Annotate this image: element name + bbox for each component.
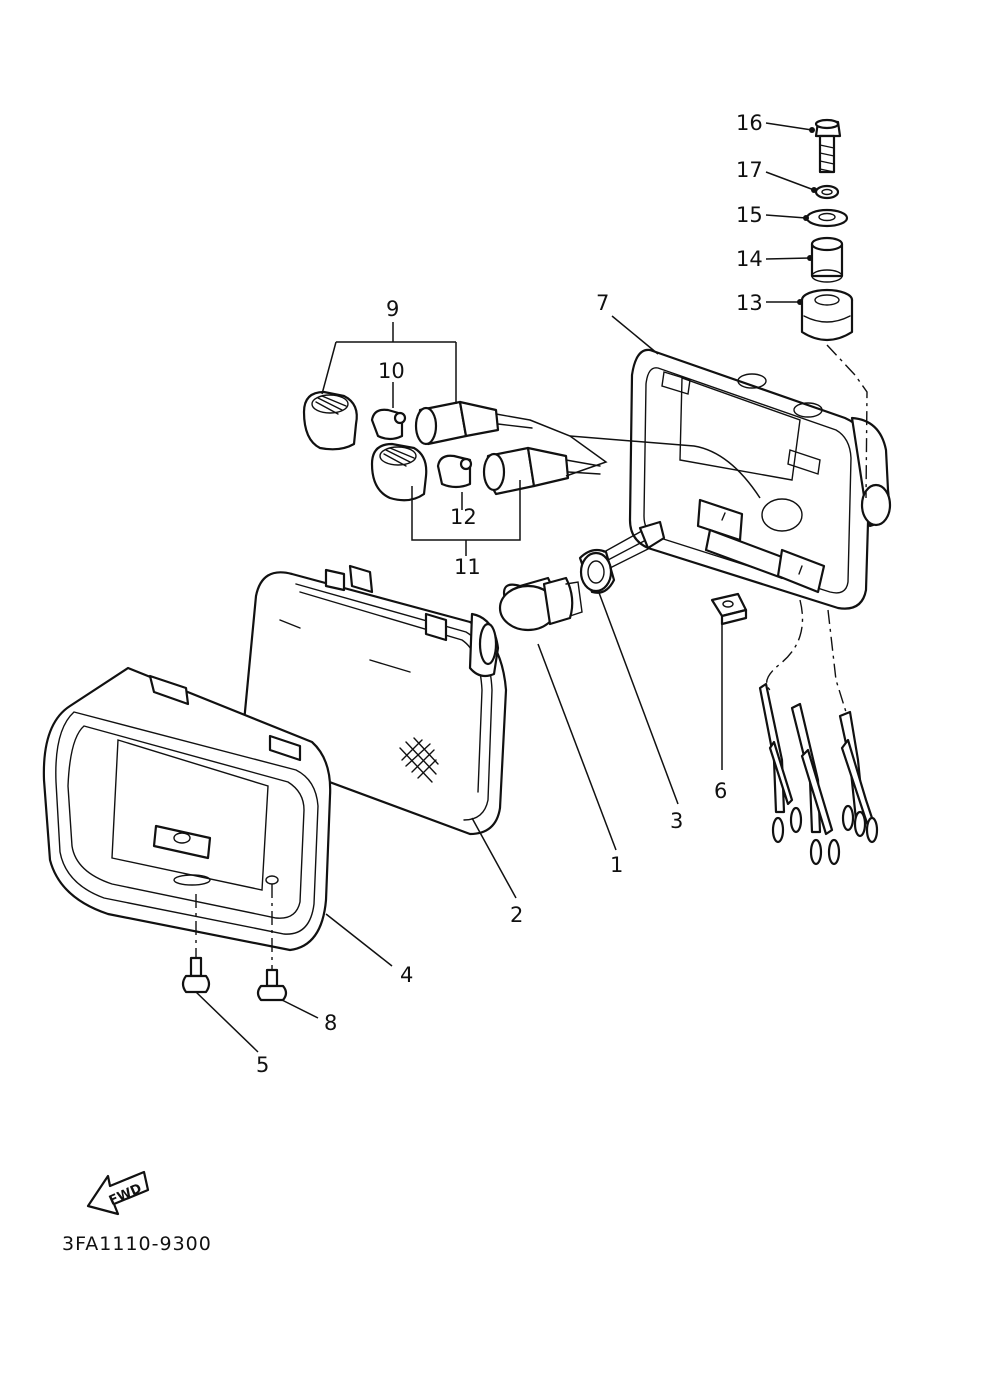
headlight-bulb xyxy=(498,576,583,632)
mount-bolt xyxy=(814,118,842,174)
callout-14: 14 xyxy=(736,247,763,271)
callout-10: 10 xyxy=(378,359,405,383)
headlight-rim xyxy=(42,666,332,952)
callout-16: 16 xyxy=(736,111,763,135)
clip-nut xyxy=(710,592,748,626)
callout-12: 12 xyxy=(450,505,477,529)
callout-17: 17 xyxy=(736,158,763,182)
callout-4: 4 xyxy=(400,963,413,987)
callout-8: 8 xyxy=(324,1011,337,1035)
callout-6: 6 xyxy=(714,779,727,803)
leader-lines xyxy=(195,122,817,1053)
callout-13: 13 xyxy=(736,291,763,315)
callout-15: 15 xyxy=(736,203,763,227)
drawing-code: 3FA1110-9300 xyxy=(62,1233,212,1255)
headlight-housing xyxy=(628,348,892,610)
callout-1: 1 xyxy=(610,853,623,877)
callout-5: 5 xyxy=(256,1053,269,1077)
rim-screw xyxy=(181,894,211,994)
callout-7: 7 xyxy=(596,291,609,315)
plain-washer xyxy=(805,208,849,228)
position-lamp-lower xyxy=(370,442,601,502)
collar xyxy=(810,236,844,283)
position-lamp-upper xyxy=(302,390,533,451)
callout-labels: 16 17 15 14 13 7 9 10 12 11 6 3 1 2 4 8 … xyxy=(256,111,763,1077)
wire-harness xyxy=(758,599,879,866)
callout-2: 2 xyxy=(510,903,523,927)
bulb-socket xyxy=(578,520,666,594)
callout-11: 11 xyxy=(454,555,481,579)
lock-washer xyxy=(814,184,840,200)
callout-3: 3 xyxy=(670,809,683,833)
forward-direction-arrow: FWD xyxy=(86,1170,150,1216)
rim-screw-secondary xyxy=(256,884,288,1002)
callout-9: 9 xyxy=(386,297,399,321)
grommet xyxy=(800,288,854,342)
